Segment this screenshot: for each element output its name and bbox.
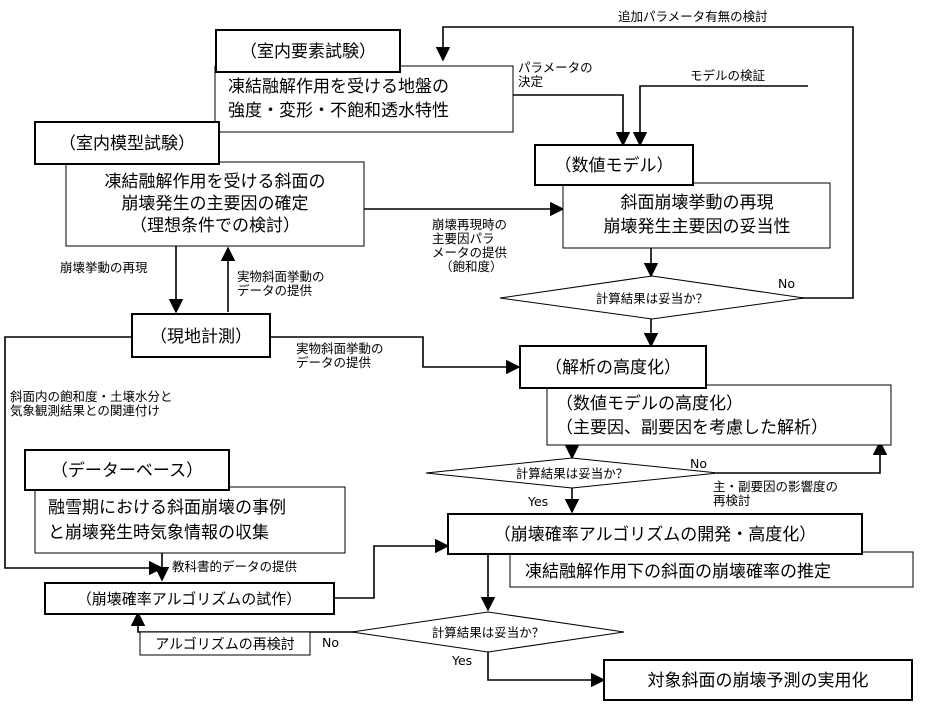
decision-1 [499, 275, 805, 320]
label-saturation-1: 斜面内の飽和度・土壌水分と [10, 389, 173, 404]
lab-model-test-title: （室内模型試験） [59, 134, 195, 154]
label-real-data-2a: 実物斜面挙動の [296, 341, 384, 356]
arrow-param-decide [513, 94, 631, 147]
label-collapse-repro: 崩壊挙動の再現 [60, 260, 148, 275]
arrow-d3-no [130, 611, 355, 633]
label-no-3: No [322, 635, 339, 650]
database-title: （データーベース） [51, 460, 203, 481]
label-yes-2: Yes [451, 653, 472, 668]
lab-element-test-title-frame [215, 29, 401, 73]
decision-3-text: 計算結果は妥当か？ [432, 625, 545, 640]
numeric-model-title-frame [534, 144, 694, 186]
database-line-1: 融雪期における斜面崩壊の事例 [48, 498, 286, 518]
label-model-verify: モデルの検証 [690, 68, 766, 83]
arrow-param-check [435, 26, 854, 299]
arrow-d3-yes [487, 650, 606, 688]
label-main-param-4: （飽和度） [440, 259, 503, 274]
analysis-line-2: （主要因、副要因を考慮した解析） [556, 418, 828, 438]
practical-application-title: 対象斜面の崩壊予測の実用化 [648, 671, 869, 691]
lab-model-test-title-frame [34, 121, 220, 165]
algorithm-trial-box [44, 582, 335, 615]
arrow-trial-to-dev [334, 538, 450, 599]
analysis-line-1: （数値モデルの高度化） [556, 393, 743, 414]
algorithm-review-text: アルゴリズムの再検討 [155, 636, 295, 653]
numeric-model-line-2: 崩壊発生主要因の妥当性 [604, 217, 791, 237]
numeric-model-box [562, 182, 831, 249]
decision-2-text: 計算結果は妥当か？ [516, 466, 629, 481]
label-no-2: No [690, 456, 707, 471]
lab-model-test-box [65, 161, 365, 247]
decision-2 [425, 457, 719, 489]
analysis-title-frame [519, 345, 707, 389]
analysis-title: （解析の高度化） [545, 358, 681, 378]
arrow-model-verify [632, 85, 808, 147]
field-measurement-title: （現地計測） [150, 327, 252, 347]
algorithm-review-box [139, 631, 311, 656]
label-yes-1: Yes [527, 494, 548, 509]
arrow-real-data-2 [270, 336, 521, 375]
label-influence-1: 主・副要因の影響度の [713, 479, 838, 494]
lab-model-test-line-3: （理想条件での検討） [130, 216, 300, 236]
decision-3 [351, 611, 625, 653]
lab-model-test-line-1: 凍結融解作用を受ける斜面の [105, 172, 326, 192]
algorithm-dev-title: （崩壊確率アルゴリズムの開発・高度化） [494, 524, 817, 545]
lab-model-test-line-2: 崩壊発生の主要因の確定 [122, 194, 309, 214]
database-title-frame [24, 449, 230, 491]
field-measurement-box [131, 313, 271, 358]
practical-application-box [603, 659, 913, 701]
label-param-decide-1: パラメータの [518, 60, 593, 75]
label-real-data-2b: データの提供 [296, 355, 371, 370]
lab-element-test-line-1: 凍結融解作用を受ける地盤の [228, 77, 449, 97]
database-box [34, 486, 346, 554]
database-line-2: と崩壊発生時気象情報の収集 [48, 523, 269, 543]
decision-1-text: 計算結果は妥当か？ [596, 291, 709, 306]
arrow-d2-no [717, 440, 888, 474]
lab-element-test-line-2: 強度・変形・不飽和透水特性 [228, 101, 449, 121]
label-no-1: No [778, 276, 795, 291]
label-param-check: 追加パラメータ有無の検討 [618, 9, 768, 24]
analysis-box [546, 384, 892, 446]
label-main-param-2: 主要因パラ [432, 231, 495, 246]
lab-element-test-title: （室内要素試験） [240, 42, 376, 62]
label-saturation-2: 気象観測結果との関連付け [10, 403, 160, 418]
algorithm-dev-title-frame [447, 513, 863, 555]
label-real-data-1b: データの提供 [237, 283, 312, 298]
algorithm-trial-title: （崩壊確率アルゴリズムの試作） [77, 590, 302, 608]
label-real-data-1a: 実物斜面挙動の [237, 269, 325, 284]
arrow-saturation [4, 336, 164, 576]
label-textbook: 教科書的データの提供 [172, 559, 297, 574]
lab-element-test-box [214, 65, 514, 133]
label-param-decide-2: 決定 [518, 74, 543, 89]
numeric-model-line-1: 斜面崩壊挙動の再現 [621, 193, 774, 213]
label-influence-2: 再検討 [713, 493, 751, 508]
algorithm-dev-sub-box [509, 551, 914, 588]
algorithm-dev-line: 凍結融解作用下の斜面の崩壊確率の推定 [525, 562, 831, 582]
numeric-model-title: （数値モデル） [555, 155, 674, 176]
label-main-param-3: メータの提供 [432, 245, 507, 260]
label-main-param-1: 崩壊再現時の [432, 217, 507, 232]
